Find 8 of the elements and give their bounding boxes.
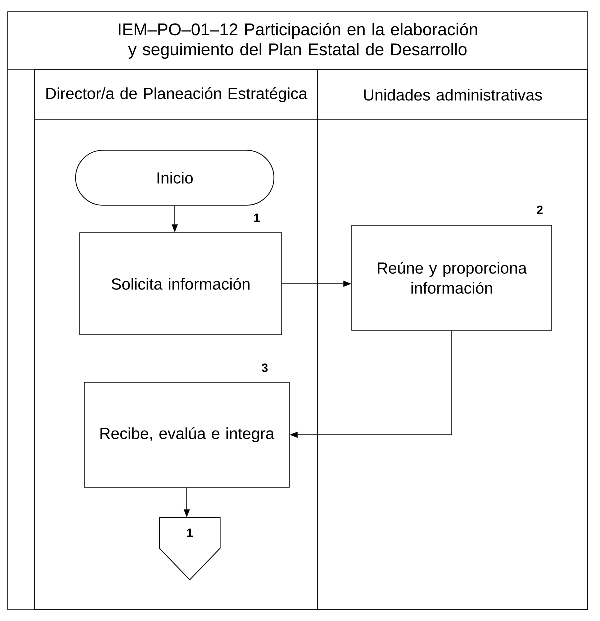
process-box: Reúne y proporciona información	[352, 225, 552, 331]
step-number: 3	[262, 364, 268, 372]
step-number: 1	[254, 214, 260, 222]
process-box: Solicita información	[80, 232, 282, 336]
title: IEM–PO–01–12 Participación en la elaboración y seguimiento del Plan Estatal de Desarrollo	[119, 22, 478, 60]
off-page-connector: 1	[159, 517, 221, 581]
process-box: Recibe, evalúa e integra	[84, 382, 290, 488]
step-number: 2	[537, 206, 543, 214]
